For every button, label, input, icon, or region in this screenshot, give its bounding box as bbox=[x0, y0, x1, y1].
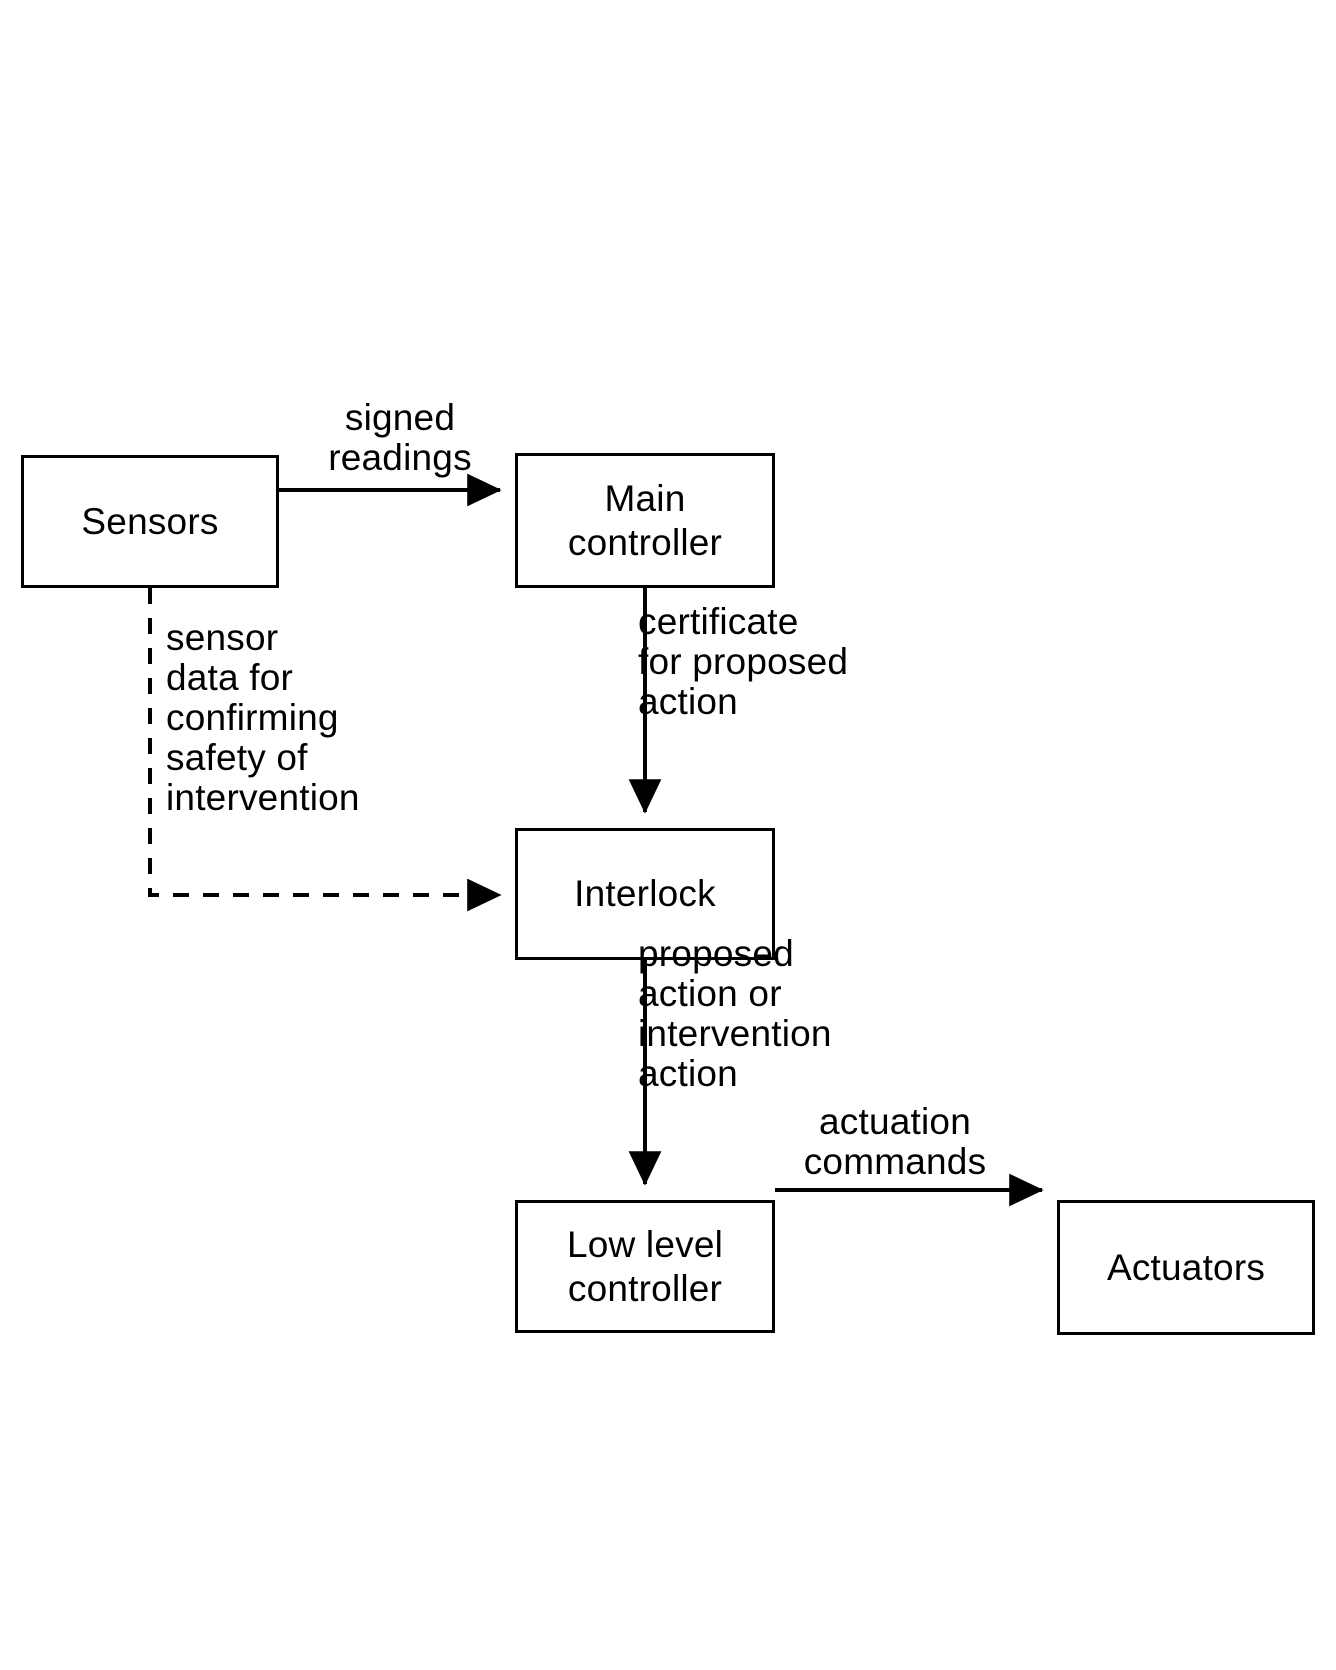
node-actuators-label: Actuators bbox=[1106, 1246, 1266, 1288]
node-main-controller[interactable]: Main controller bbox=[515, 453, 775, 588]
edge-sensors-to-interlock bbox=[148, 588, 502, 912]
node-interlock[interactable]: Interlock bbox=[515, 828, 775, 960]
edge-label-certificate-for-proposed-action: certificate for proposed action bbox=[638, 601, 849, 722]
node-low-level-controller[interactable]: Low level controller bbox=[515, 1200, 775, 1333]
node-low-level-controller-label: Low level controller bbox=[566, 1223, 724, 1309]
node-sensors[interactable]: Sensors bbox=[21, 455, 279, 588]
node-interlock-label: Interlock bbox=[574, 873, 716, 915]
edge-label-proposed-action-or-intervention-action: proposed action or intervention action bbox=[638, 933, 832, 1094]
node-actuators[interactable]: Actuators bbox=[1057, 1200, 1315, 1335]
edge-label-signed-readings: signed readings bbox=[328, 397, 472, 478]
edge-label-sensor-data-for-confirming-safety-of-intervention: sensor data for confirming safety of int… bbox=[166, 617, 360, 818]
edge-label-actuation-commands: actuation commands bbox=[803, 1101, 987, 1182]
node-main-controller-label: Main controller bbox=[567, 477, 723, 563]
node-sensors-label: Sensors bbox=[81, 500, 219, 542]
